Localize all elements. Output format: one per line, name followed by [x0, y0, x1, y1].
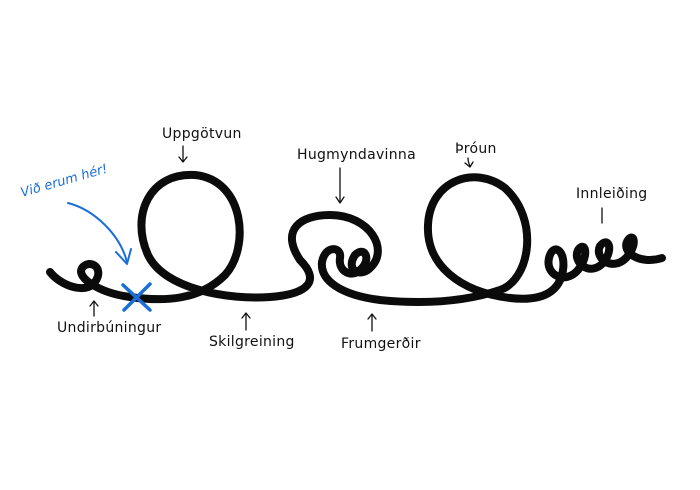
arrow-icon — [335, 167, 345, 204]
stage-label-hugmyndavinna: Hugmyndavinna — [297, 147, 416, 163]
here-arrow-icon — [67, 202, 132, 265]
process-loop-line — [46, 170, 666, 306]
here-label: Við erum hér! — [19, 162, 109, 201]
x-mark-icon — [121, 282, 152, 312]
stage-label-innleiding: Innleiðing — [576, 186, 647, 202]
arrow-icon — [367, 313, 377, 332]
stage-label-throun: Þróun — [455, 141, 497, 157]
arrow-icon — [178, 145, 188, 163]
stage-label-undirbuningur: Undirbúningur — [57, 320, 161, 336]
arrow-icon — [464, 157, 474, 168]
stage-label-frumgerdir: Frumgerðir — [341, 336, 421, 352]
stage-label-uppgotvun: Uppgötvun — [162, 126, 242, 142]
arrow-icon — [241, 312, 251, 331]
arrow-icon — [89, 300, 99, 317]
stage-label-skilgreining: Skilgreining — [209, 334, 295, 350]
